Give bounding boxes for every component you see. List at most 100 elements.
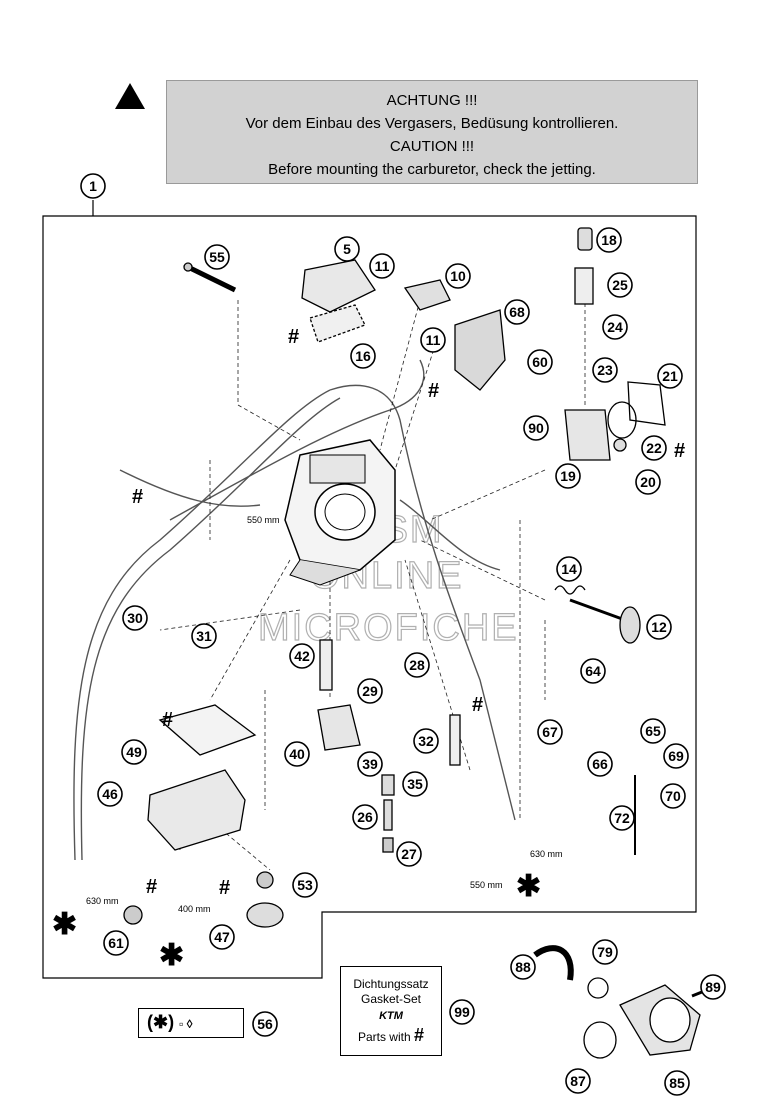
callout-circle [357,678,383,704]
callout-number: 46 [102,786,118,802]
callout-circle [402,771,428,797]
callout-number: 29 [362,683,378,699]
callout-number: 61 [108,935,124,951]
callout-circle [292,872,318,898]
callout-number: 85 [669,1075,685,1091]
ktm-logo: KTM [379,1010,403,1022]
callout-circle [334,236,360,262]
leader-lines [159,299,586,871]
callout-number: 22 [646,440,662,456]
callout-number: 10 [450,268,466,284]
dim-400: 400 mm [178,904,211,914]
callout-number: 27 [401,846,417,862]
callout-circle [596,227,622,253]
callout-number: 18 [601,232,617,248]
callout-circle [80,173,106,199]
callout-circle [252,1011,278,1037]
callout-circle [396,841,422,867]
spare-symbol: (✱) [147,1012,175,1032]
callout-number: 14 [561,561,577,577]
gasket-marker: # [472,694,483,716]
callout-circle [640,718,666,744]
kit-label-en: Gasket-Set [360,992,422,1006]
callout-number: 26 [357,809,373,825]
callout-circle [587,751,613,777]
caution-notice: ACHTUNG !!! Vor dem Einbau des Vergasers… [166,80,698,184]
callout-number: 42 [294,648,310,664]
callout-number: 39 [362,756,378,772]
callout-circle [352,804,378,830]
callout-number: 11 [426,332,441,348]
callout-number: 60 [532,354,548,370]
callout-number: 53 [297,877,313,893]
callout-circle [504,299,530,325]
callout-circle [592,939,618,965]
callout-circle [449,999,475,1025]
markers: # # # # # # # # ✱ ✱ ✱ [52,326,685,972]
callout-circle [122,605,148,631]
callout-circle [209,924,235,950]
callout-number: 49 [126,744,142,760]
kit-parts-with: Parts with # [341,1026,441,1045]
assembly-outline [42,215,697,979]
caution-line-en-text: Before mounting the carburetor, check th… [268,161,596,178]
callout-circle [555,463,581,489]
asterisk-marker: ✱ [516,870,541,903]
gasket-marker: # [219,877,230,899]
callout-circle [607,272,633,298]
callout-number: 20 [640,474,656,490]
callout-number: 68 [509,304,525,320]
callout-number: 64 [585,663,601,679]
callout-number: 99 [454,1004,470,1020]
watermark-line3: MICROFICHE [258,607,519,649]
callout-circle [103,930,129,956]
callout-circle [350,343,376,369]
callout-number: 65 [645,723,661,739]
gasket-marker: # [674,440,685,462]
kit-label-de: Dichtungssatz [353,977,429,991]
warning-triangle-icon [115,83,145,109]
caution-line-de-title: ACHTUNG !!! [386,92,478,109]
caution-line-en-title: CAUTION !!! [389,138,475,155]
callout-circle [646,614,672,640]
callout-circle [660,783,686,809]
callout-number: 32 [418,733,434,749]
callout-circle [556,556,582,582]
callout-number: 12 [651,619,667,635]
gasket-marker: # [428,380,439,402]
callout-circle [404,652,430,678]
callout-number: 30 [127,610,143,626]
callout-circle [657,363,683,389]
carburetor-body [284,439,396,586]
callout-circle [191,623,217,649]
dim-550-b: 550 mm [470,880,503,890]
callout-number: 5 [343,241,351,257]
callout-number: 19 [560,468,576,484]
spare-parts-icon: ▫ ◊ [179,1017,193,1031]
callout-circle [537,719,563,745]
callout-circle [641,435,667,461]
callout-number: 1 [89,178,97,194]
kit-parts-with-label: Parts with [357,1030,411,1044]
callout-number: 24 [607,319,623,335]
callout-number: 11 [375,258,390,274]
callout-number: 69 [668,748,684,764]
asterisk-marker: ✱ [159,939,184,972]
callout-circle [357,751,383,777]
gasket-marker: # [146,876,157,898]
callout-circle [413,728,439,754]
callout-circle [204,244,230,270]
callout-number: 67 [542,724,558,740]
callout-circle [284,741,310,767]
parts-shapes [123,227,713,1059]
gasket-marker: # [162,709,173,731]
gasket-kit-box: Dichtungssatz Gasket-Set KTM Parts with … [340,966,442,1056]
callout-number: 25 [612,277,628,293]
callout-number: 55 [209,249,225,265]
callout-number: 28 [409,657,425,673]
callout-circle [635,469,661,495]
callout-circle [289,643,315,669]
